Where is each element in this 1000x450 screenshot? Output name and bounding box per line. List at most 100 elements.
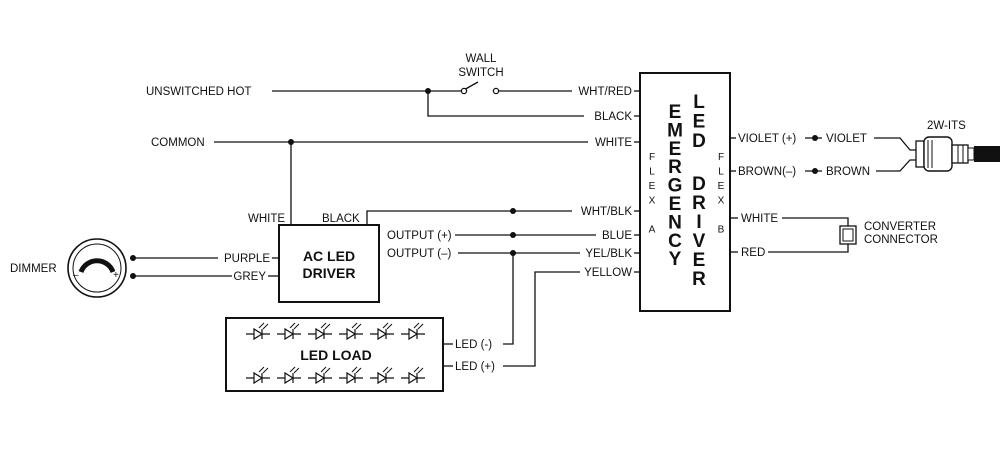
label-wall-2: SWITCH bbox=[458, 67, 503, 79]
label-yel-blk: YEL/BLK bbox=[585, 248, 632, 260]
led-bottom-2 bbox=[308, 366, 332, 385]
label-wht-red: WHT/RED bbox=[578, 86, 632, 98]
label-common: COMMON bbox=[151, 137, 205, 149]
emergency-letter-6: N bbox=[668, 212, 682, 233]
flex-b-letter-2: E bbox=[718, 181, 725, 192]
led-letter-2: D bbox=[692, 131, 706, 152]
emergency-letter-7: C bbox=[668, 231, 682, 252]
label-right-red: RED bbox=[741, 247, 765, 259]
dimmer-icon bbox=[67, 238, 127, 298]
its-module-icon bbox=[915, 136, 1000, 172]
label-output-neg: OUTPUT (–) bbox=[387, 248, 451, 260]
label-converter: CONVERTER bbox=[864, 221, 936, 233]
label-blue: BLUE bbox=[602, 230, 632, 242]
label-brown: BROWN bbox=[826, 166, 870, 178]
wire-brown-to-its bbox=[876, 159, 916, 172]
label-led-pos: LED (+) bbox=[455, 361, 495, 373]
label-black: BLACK bbox=[594, 111, 632, 123]
led-load-label: LED LOAD bbox=[300, 347, 372, 363]
emergency-letter-3: R bbox=[668, 157, 682, 178]
emergency-driver-box bbox=[639, 72, 731, 312]
flex-a-letter-0: F bbox=[649, 152, 655, 163]
junction-wht-blk bbox=[510, 208, 516, 214]
junction-blue bbox=[510, 232, 516, 238]
label-dimmer: DIMMER bbox=[10, 263, 57, 275]
led-symbols-bottom bbox=[246, 366, 425, 385]
emergency-letter-8: Y bbox=[669, 249, 682, 270]
label-connector: CONNECTOR bbox=[864, 234, 938, 246]
ac-driver-label-2: DRIVER bbox=[303, 265, 356, 281]
led-letter-0: L bbox=[693, 92, 705, 113]
led-bottom-3 bbox=[339, 366, 363, 385]
emergency-letter-2: E bbox=[669, 139, 682, 160]
label-ac-white: WHITE bbox=[248, 213, 285, 225]
led-top-2 bbox=[308, 322, 332, 341]
wire-led-neg bbox=[503, 253, 514, 345]
led-top-1 bbox=[277, 322, 301, 341]
flex-a-letter-1: L bbox=[649, 167, 655, 178]
flex-a-letter-5: A bbox=[649, 225, 656, 236]
led-top-3 bbox=[339, 322, 363, 341]
label-wht-blk: WHT/BLK bbox=[581, 206, 632, 218]
flex-a-letter-3: X bbox=[649, 196, 656, 207]
dimmer-plus: + bbox=[113, 270, 119, 281]
ac-led-driver-box bbox=[278, 224, 380, 303]
led-letters: LED bbox=[692, 92, 706, 152]
wall-switch-contact-left bbox=[460, 87, 468, 95]
led-bottom-5 bbox=[401, 366, 425, 385]
driver-letter-2: I bbox=[696, 212, 701, 233]
ac-driver-label-1: AC LED bbox=[303, 248, 355, 264]
driver-letter-5: R bbox=[692, 269, 706, 290]
label-violet: VIOLET bbox=[826, 133, 867, 145]
label-grey: GREY bbox=[233, 271, 266, 283]
wire-violet-to-its bbox=[874, 137, 916, 151]
driver-letter-0: D bbox=[692, 174, 706, 195]
label-its: 2W-ITS bbox=[927, 120, 966, 132]
driver-letter-3: V bbox=[693, 231, 706, 252]
led-bottom-4 bbox=[370, 366, 394, 385]
junction-violet bbox=[812, 135, 818, 141]
led-bottom-0 bbox=[246, 366, 270, 385]
label-led-neg: LED (-) bbox=[455, 339, 492, 351]
flex-b-letter-3: X bbox=[718, 196, 725, 207]
driver-letters: DRIVER bbox=[692, 174, 706, 290]
flex-b-letter-1: L bbox=[718, 167, 724, 178]
label-brown-minus: BROWN(–) bbox=[738, 166, 796, 178]
wire-ac-black bbox=[366, 210, 572, 225]
led-bottom-1 bbox=[277, 366, 301, 385]
flex-b-letter-0: F bbox=[718, 152, 724, 163]
label-wall-1: WALL bbox=[466, 53, 497, 65]
wire-black bbox=[427, 91, 584, 117]
wire-right-white bbox=[782, 217, 849, 226]
converter-connector-icon bbox=[839, 225, 857, 245]
wire-led-pos bbox=[503, 271, 580, 367]
wire-right-red bbox=[768, 244, 849, 253]
driver-letter-1: R bbox=[692, 193, 706, 214]
label-violet-plus: VIOLET (+) bbox=[738, 133, 796, 145]
driver-letter-4: E bbox=[693, 250, 706, 271]
led-top-4 bbox=[370, 322, 394, 341]
emergency-letter-1: M bbox=[667, 120, 683, 141]
label-unswitched-hot: UNSWITCHED HOT bbox=[146, 86, 251, 98]
wall-switch-contact-right bbox=[492, 87, 500, 95]
emergency-letter-4: G bbox=[668, 176, 683, 197]
emergency-letter-5: E bbox=[669, 194, 682, 215]
label-white: WHITE bbox=[595, 137, 632, 149]
junction-brown bbox=[812, 168, 818, 174]
led-letter-1: E bbox=[693, 112, 706, 133]
dimmer-minus: – bbox=[73, 270, 79, 281]
led-top-5 bbox=[401, 322, 425, 341]
label-output-pos: OUTPUT (+) bbox=[387, 230, 452, 242]
flex-b-letter-5: B bbox=[718, 225, 725, 236]
led-top-0 bbox=[246, 322, 270, 341]
label-right-white: WHITE bbox=[741, 213, 778, 225]
label-yellow: YELLOW bbox=[584, 267, 632, 279]
label-purple: PURPLE bbox=[224, 253, 270, 265]
emergency-letter-0: E bbox=[669, 102, 682, 123]
flex-a-letter-2: E bbox=[649, 181, 656, 192]
